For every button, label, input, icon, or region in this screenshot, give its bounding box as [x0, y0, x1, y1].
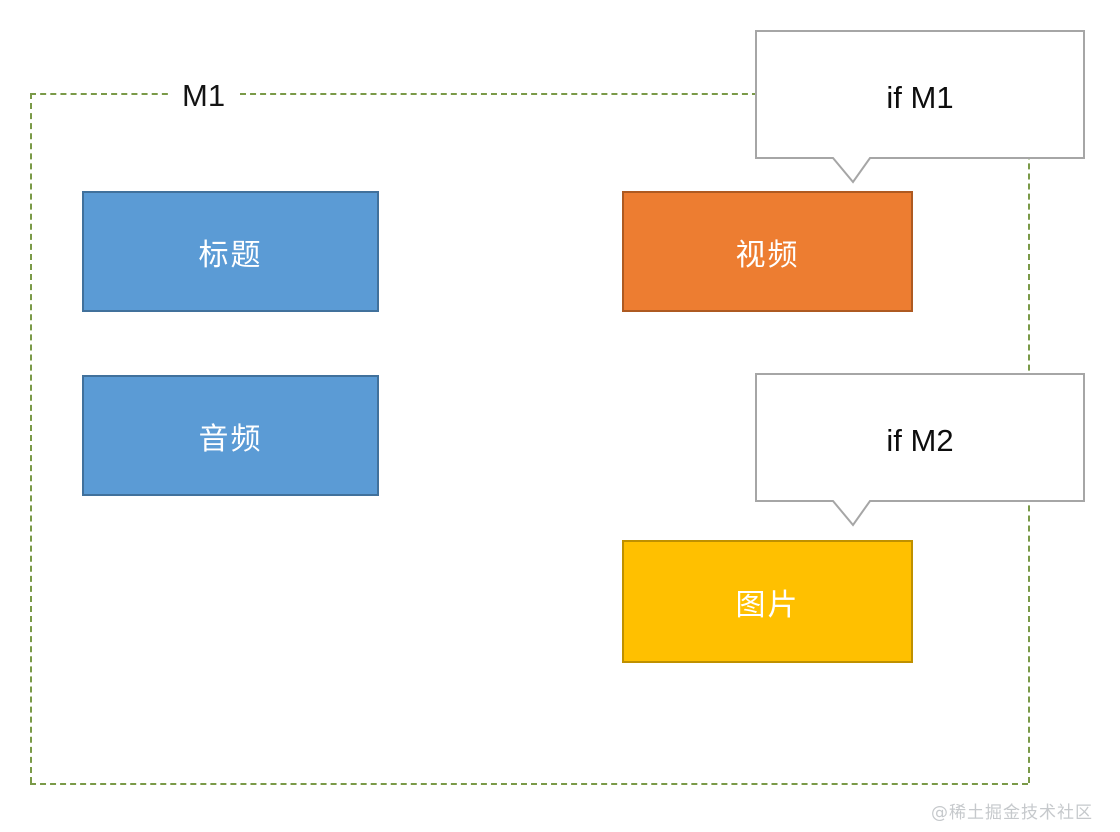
callout-if-m1-shape: [755, 30, 1085, 184]
callout-if-m1[interactable]: if M1: [755, 30, 1085, 190]
callout-if-m2-label: if M2: [886, 423, 954, 458]
group-border-bottom: [30, 783, 1028, 785]
callout-if-m1-label: if M1: [886, 80, 954, 115]
callout-if-m2-shape: [755, 373, 1085, 527]
node-video[interactable]: 视频: [622, 191, 913, 312]
node-image[interactable]: 图片: [622, 540, 913, 663]
callout-if-m2[interactable]: if M2: [755, 373, 1085, 533]
node-audio-label: 音频: [198, 421, 263, 457]
group-border-left: [30, 93, 32, 783]
group-border-top-left: [30, 93, 178, 95]
watermark: @稀土掘金技术社区: [931, 803, 1093, 823]
group-label-m1: M1: [172, 80, 236, 111]
node-audio[interactable]: 音频: [82, 375, 379, 496]
node-video-label: 视频: [735, 237, 800, 273]
group-border-top-right: [240, 93, 1029, 95]
node-image-label: 图片: [735, 587, 800, 623]
node-title[interactable]: 标题: [82, 191, 379, 312]
node-title-label: 标题: [198, 237, 263, 273]
